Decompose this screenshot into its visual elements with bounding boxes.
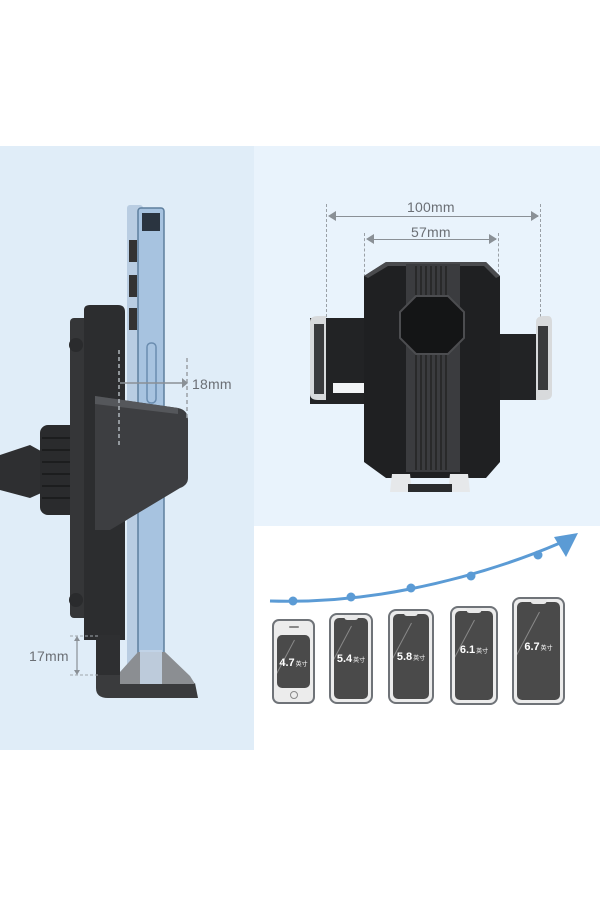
side-view-illustration — [0, 205, 198, 698]
phone-size-5-4: 5.4英寸 — [329, 613, 373, 704]
phone-depth-label: 18mm — [192, 376, 232, 392]
phone-screen — [277, 635, 310, 688]
phone-notch — [466, 608, 482, 613]
max-width-line — [330, 216, 538, 217]
phone-screen — [455, 611, 493, 700]
max-width-arrow-right — [531, 211, 539, 221]
phone-screen — [393, 614, 429, 699]
phone-size-6-7: 6.7英寸 — [512, 597, 565, 705]
max-width-arrow-left — [328, 211, 336, 221]
max-width-guide-left — [326, 204, 327, 322]
phone-size-5-8: 5.8英寸 — [388, 609, 434, 704]
max-width-label: 100mm — [407, 199, 455, 215]
phone-size-6-1: 6.1英寸 — [450, 606, 498, 705]
phone-size-label: 6.1英寸 — [459, 644, 489, 657]
phone-notch — [530, 599, 547, 604]
home-button-icon — [289, 691, 298, 699]
front-view-mount — [310, 262, 552, 492]
phone-size-label: 5.8英寸 — [396, 651, 426, 664]
phone-screen — [517, 602, 560, 700]
max-width-guide-right — [540, 204, 541, 322]
min-width-arrow-left — [366, 234, 374, 244]
phone-screen — [334, 618, 368, 699]
min-width-line — [368, 239, 496, 240]
phone-size-label: 4.7英寸 — [279, 656, 308, 669]
bottom-lip-label: 17mm — [29, 648, 69, 664]
min-width-label: 57mm — [411, 224, 451, 240]
min-width-arrow-right — [489, 234, 497, 244]
phone-size-label: 5.4英寸 — [336, 653, 366, 666]
phone-size-4-7: 4.7英寸 — [272, 619, 315, 704]
min-width-guide-left — [364, 233, 365, 303]
phone-size-label: 6.7英寸 — [524, 640, 553, 653]
min-width-guide-right — [498, 233, 499, 303]
phone-speaker — [288, 626, 299, 628]
phone-notch — [344, 615, 358, 620]
phone-notch — [403, 611, 419, 616]
size-trend-arrow — [269, 533, 578, 606]
